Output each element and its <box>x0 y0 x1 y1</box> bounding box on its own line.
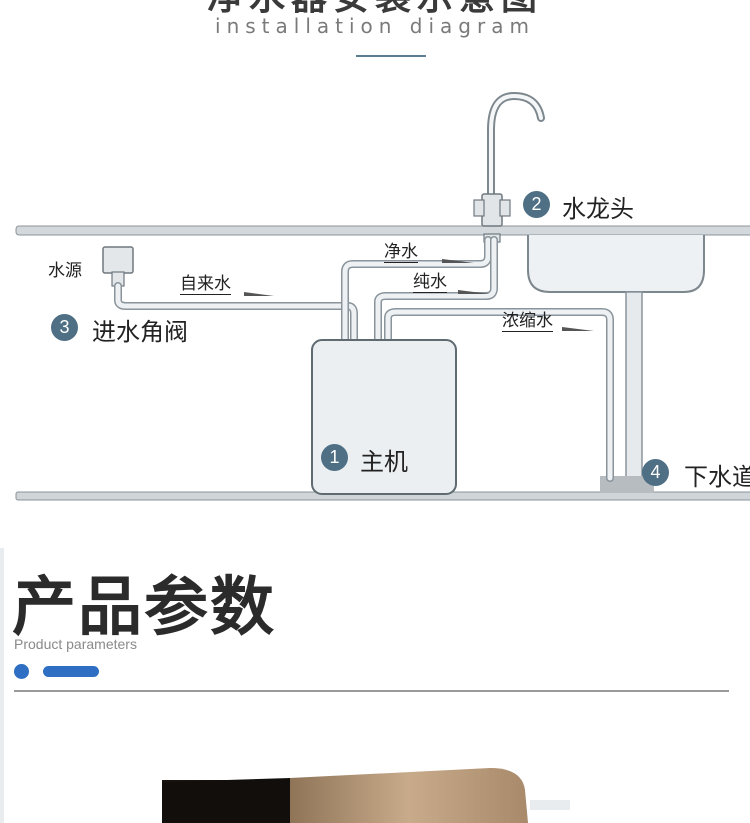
params-subtitle: Product parameters <box>14 636 137 652</box>
section-edge <box>0 548 4 823</box>
sewer-label: 下水道 <box>684 463 750 491</box>
badge-1: 1 <box>321 444 348 471</box>
product-image <box>162 768 570 823</box>
pure-water-label: 纯水 <box>413 272 447 293</box>
main-unit-label: 主机 <box>360 448 408 476</box>
faucet-neck <box>487 91 545 209</box>
badge-2: 2 <box>523 191 550 218</box>
installation-diagram <box>15 91 750 501</box>
concentrate-water-label: 浓缩水 <box>502 311 553 332</box>
countertop <box>15 225 750 236</box>
clean-water-label: 净水 <box>384 242 418 263</box>
accent-pill <box>43 666 99 677</box>
tap-water-label: 自来水 <box>180 274 231 295</box>
badge-3: 3 <box>51 314 78 341</box>
section-divider <box>14 690 729 692</box>
sink-basin <box>527 235 705 293</box>
faucet-body <box>481 193 503 227</box>
water-source-label: 水源 <box>48 261 82 281</box>
drain-base <box>600 476 654 493</box>
angle-valve-label: 进水角阀 <box>92 318 188 346</box>
water-source-valve <box>102 246 134 274</box>
drain-pipe <box>625 291 643 478</box>
params-title: 产品参数 <box>12 571 276 645</box>
title-underline <box>356 55 426 57</box>
diagram-subtitle: installation diagram <box>215 14 535 38</box>
accent-dot <box>14 664 29 679</box>
main-unit <box>311 339 457 495</box>
diagram-title: 净水器安装示意图 <box>0 0 750 20</box>
badge-4: 4 <box>642 459 669 486</box>
faucet-label: 水龙头 <box>562 195 634 223</box>
